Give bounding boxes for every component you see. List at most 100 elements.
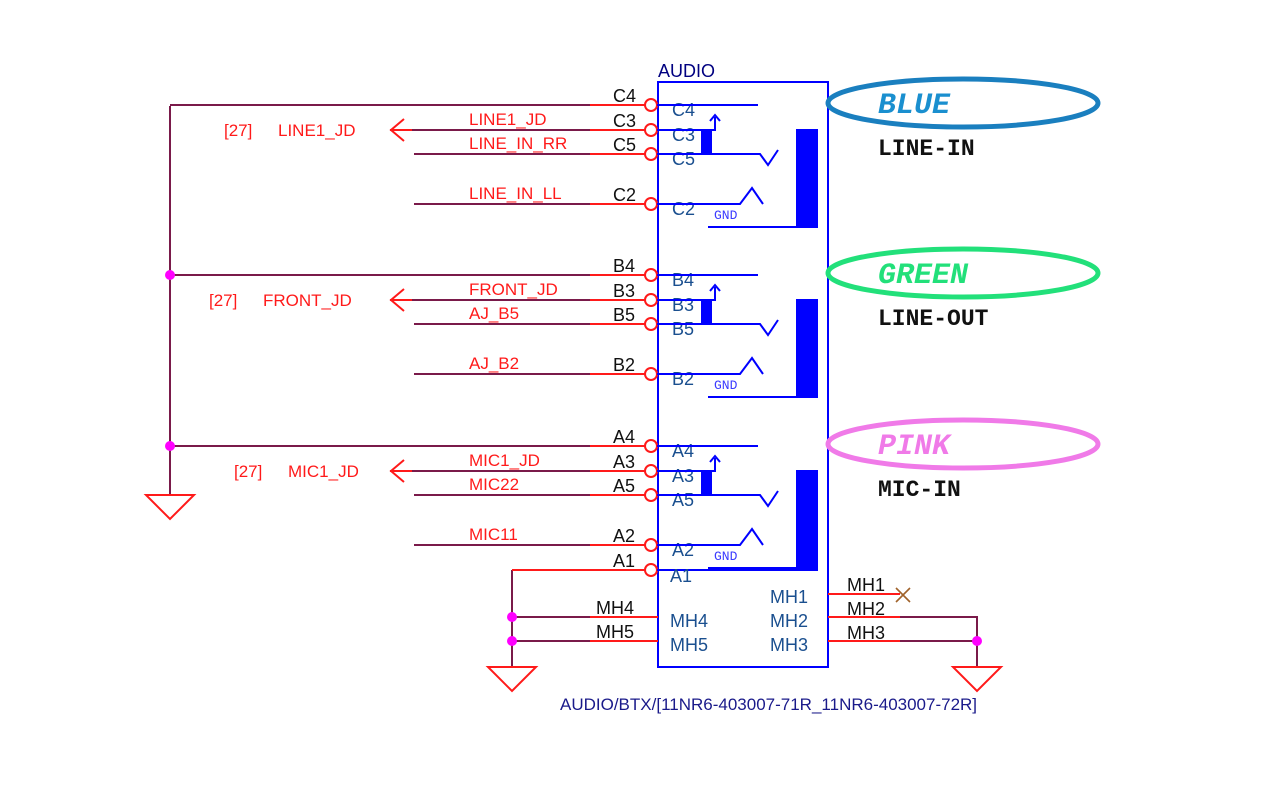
- offpage-net: LINE1_JD: [278, 121, 355, 140]
- jack-color-label: GREEN: [878, 259, 969, 293]
- offpage-arrow-icon: [389, 288, 405, 312]
- schematic-mark: A4: [613, 427, 635, 447]
- schematic-mark: C3: [613, 111, 636, 131]
- svg-text:MH3: MH3: [770, 635, 808, 655]
- pin-bubble: [644, 464, 658, 478]
- jack-mic-in: A4A4A3A3MIC1_JDA5A5MIC22A2A2MIC11GND[27]…: [165, 417, 1101, 569]
- svg-text:A1: A1: [613, 551, 635, 571]
- schematic-mark: C5: [672, 149, 695, 169]
- schematic-mark: C2: [613, 185, 636, 205]
- svg-text:MH5: MH5: [596, 622, 634, 642]
- schematic-mark: [657, 490, 779, 508]
- pin-bubble: [644, 268, 658, 282]
- net-label: LINE_IN_LL: [469, 184, 562, 203]
- jack-line-out: B4B4B3B3FRONT_JDB5B5AJ_B5B2B2AJ_B2GND[27…: [165, 246, 1101, 398]
- jack-color-label: PINK: [878, 430, 953, 464]
- jack-function-label: LINE-OUT: [878, 306, 989, 332]
- pin-mh4: MH4 MH4: [507, 598, 708, 631]
- offpage-ref: [27]: [234, 462, 262, 481]
- schematic-mark: B2: [672, 369, 694, 389]
- offpage-ref: [27]: [209, 291, 237, 310]
- schematic-mark: [657, 149, 779, 167]
- schematic-mark: A3: [672, 466, 694, 486]
- jack-line-in: C4C4C3C3LINE1_JDC5C5LINE_IN_RRC2C2LINE_I…: [170, 76, 1101, 228]
- color-ellipse: [825, 417, 1101, 471]
- ground-symbol-mh-right: [950, 666, 1004, 693]
- net-label: AJ_B5: [469, 304, 519, 323]
- svg-text:MH2: MH2: [847, 599, 885, 619]
- schematic-mark: B2: [613, 355, 635, 375]
- svg-text:MH1: MH1: [770, 587, 808, 607]
- svg-text:MH3: MH3: [847, 623, 885, 643]
- pin-bubble: [644, 293, 658, 307]
- offpage-net: MIC1_JD: [288, 462, 359, 481]
- gnd-label: GND: [714, 378, 738, 393]
- svg-text:A1: A1: [670, 566, 692, 586]
- pin-mh3: MH3 MH3: [770, 623, 982, 655]
- pin-bubble: [644, 367, 658, 381]
- jack-sleeve: [796, 129, 818, 228]
- schematic-mark: C4: [672, 100, 695, 120]
- net-label: MIC11: [469, 525, 518, 544]
- svg-text:MH2: MH2: [770, 611, 808, 631]
- svg-text:MH5: MH5: [670, 635, 708, 655]
- offpage-net: FRONT_JD: [263, 291, 352, 310]
- component-title: AUDIO: [658, 61, 715, 81]
- net-label: LINE_IN_RR: [469, 134, 567, 153]
- schematic-mark: B5: [672, 319, 694, 339]
- pin-bubble: [644, 439, 658, 453]
- pin-bubble: [644, 197, 658, 211]
- schematic-mark: [657, 117, 716, 131]
- jack-sleeve: [796, 299, 818, 398]
- pin-bubble: [644, 317, 658, 331]
- schematic-mark: [701, 130, 712, 154]
- schematic-mark: [657, 458, 716, 472]
- schematic-mark: A4: [672, 441, 694, 461]
- jack-sleeve: [796, 470, 818, 569]
- pin-mh1: MH1 MH1: [770, 575, 911, 607]
- offpage-ref: [27]: [224, 121, 252, 140]
- schematic-mark: [657, 527, 764, 546]
- schematic-mark: [709, 454, 721, 463]
- pin-a1: A1 A1: [511, 551, 818, 667]
- junction-dot: [165, 270, 175, 280]
- pin-bubble: [644, 98, 658, 112]
- schematic-mark: A3: [613, 452, 635, 472]
- schematic-mark: [701, 471, 712, 495]
- part-label: AUDIO/BTX/[11NR6-403007-71R_11NR6-403007…: [560, 695, 977, 714]
- schematic-mark: [657, 319, 779, 337]
- svg-text:MH1: MH1: [847, 575, 885, 595]
- schematic-mark: B5: [613, 305, 635, 325]
- schematic-mark: C3: [672, 125, 695, 145]
- junction-dot: [165, 441, 175, 451]
- schematic-mark: A2: [672, 540, 694, 560]
- jack-function-label: MIC-IN: [878, 477, 961, 503]
- ground-symbol-mh-left: [485, 666, 539, 693]
- gnd-label: GND: [714, 549, 738, 564]
- schematic-mark: C4: [613, 86, 636, 106]
- color-ellipse: [825, 246, 1101, 300]
- net-label: MIC22: [469, 475, 519, 494]
- schematic-mark: [709, 283, 721, 292]
- svg-text:MH4: MH4: [596, 598, 634, 618]
- pin-bubble: [644, 488, 658, 502]
- net-label: FRONT_JD: [469, 280, 558, 299]
- schematic-mark: B4: [672, 270, 694, 290]
- net-label: MIC1_JD: [469, 451, 540, 470]
- schematic-mark: A5: [613, 476, 635, 496]
- pin-mh5: MH5 MH5: [507, 622, 708, 655]
- gnd-label: GND: [714, 208, 738, 223]
- schematic-mark: [701, 300, 712, 324]
- schematic-mark: B4: [613, 256, 635, 276]
- offpage-arrow-icon: [389, 459, 405, 483]
- schematic-mark: [657, 287, 716, 301]
